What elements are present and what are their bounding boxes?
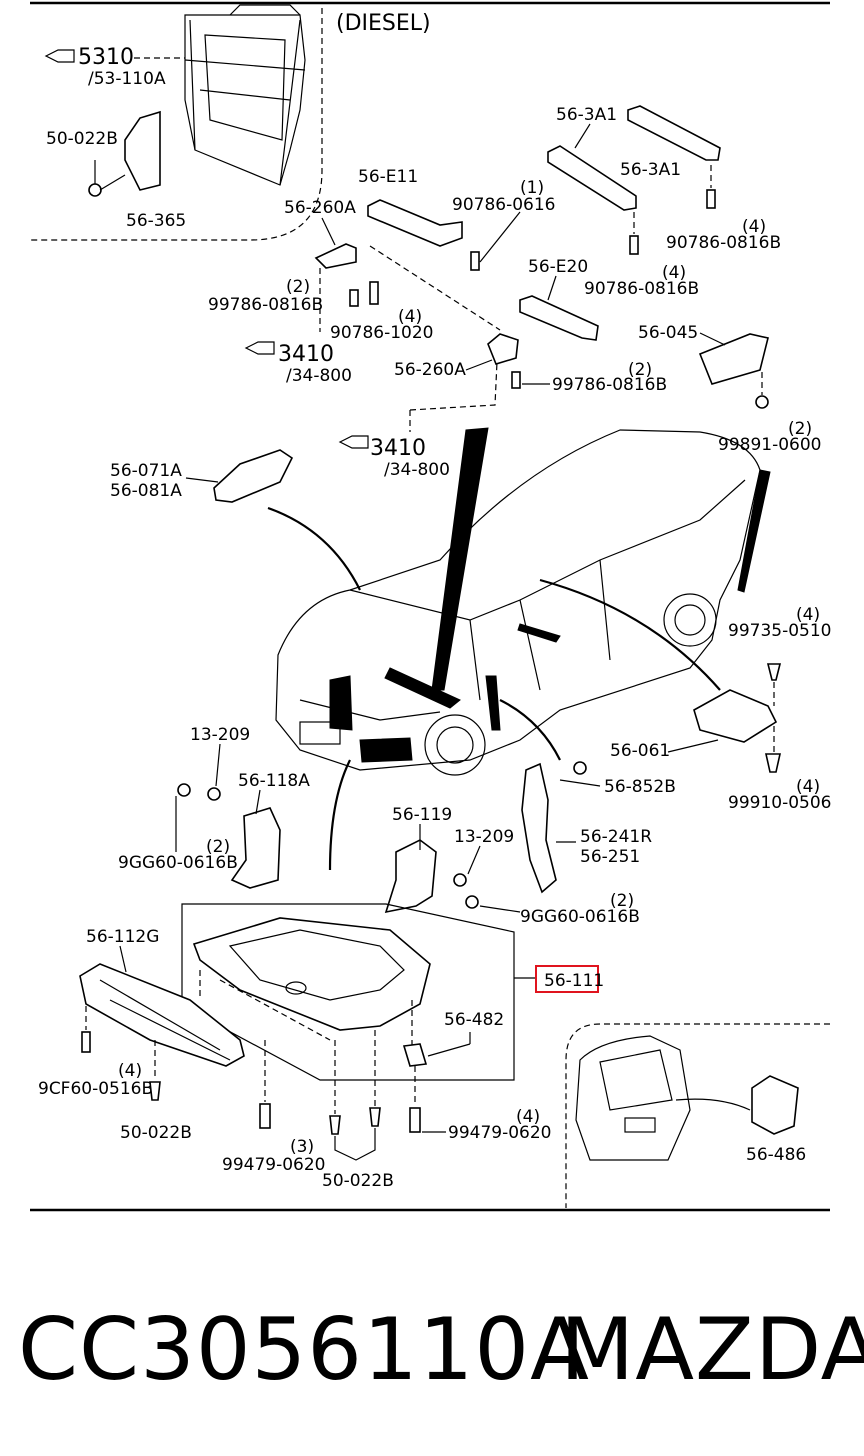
label-9cf60: 9CF60-0516B xyxy=(38,1079,153,1099)
ref-5310: 5310 /53-110A xyxy=(44,45,185,89)
label-99891-0600: 99891-0600 xyxy=(718,435,821,455)
part-number-footer: CC3056110A MAZDA xyxy=(0,1290,864,1410)
label-99786-0816b-mid: 99786-0816B xyxy=(552,375,667,395)
label-99735-0510: 99735-0510 xyxy=(728,621,831,641)
bracket-56-482 xyxy=(402,1043,428,1067)
label-90786-0816b-mid: 90786-0816B xyxy=(584,279,699,299)
brand-name: MAZDA xyxy=(560,1300,864,1400)
label-9cf60-qty: (4) xyxy=(118,1061,142,1081)
highlight-56-111 xyxy=(535,965,599,993)
label-50-022b-bottom: 50-022B xyxy=(322,1171,394,1191)
label-56-3a1-b: 56-3A1 xyxy=(620,160,681,180)
member-56-e20 xyxy=(519,295,599,341)
ref-5310-sub: /53-110A xyxy=(88,69,166,89)
label-90786-0816b-right-qty: (4) xyxy=(742,217,766,237)
bracket-56-118a xyxy=(230,807,281,889)
ref-3410-a-number: 3410 xyxy=(278,342,334,367)
parts-diagram: (DIESEL) 5310 /53-110A 50-022B 56-365 56… xyxy=(30,1,831,1212)
label-56-251: 56-251 xyxy=(580,847,640,867)
part-number: CC3056110A xyxy=(18,1300,590,1400)
under-cover-56-111 xyxy=(192,917,431,1031)
label-99479-0620-left-qty: (3) xyxy=(290,1137,314,1157)
rear-vehicle-illustration xyxy=(575,1035,751,1161)
diesel-inset-frame xyxy=(30,8,323,241)
ref-3410-a-sub: /34-800 xyxy=(286,366,352,386)
ref-5310-number: 5310 xyxy=(78,45,134,70)
label-9gg60-mid-qty: (2) xyxy=(610,891,634,911)
label-99786-0816b-mid-qty: (2) xyxy=(628,360,652,380)
label-13-209-mid: 13-209 xyxy=(454,827,514,847)
ref-3410-b: 3410 /34-800 xyxy=(338,435,450,480)
diesel-label: (DIESEL) xyxy=(336,11,431,36)
label-56-071a: 56-071A xyxy=(110,461,182,481)
label-56-045: 56-045 xyxy=(638,323,698,343)
ref-3410-a: 3410 /34-800 xyxy=(244,341,352,386)
clip-50-022b-top xyxy=(88,183,102,197)
label-56-e20: 56-E20 xyxy=(528,257,588,277)
radiator-support xyxy=(184,4,306,186)
label-99910-0506-qty: (4) xyxy=(796,777,820,797)
member-56-3a1-b xyxy=(627,105,721,161)
shield-56-241r xyxy=(521,762,557,894)
label-90786-1020: 90786-1020 xyxy=(330,323,433,343)
label-99479-0620-left: 99479-0620 xyxy=(222,1155,325,1175)
label-56-241r: 56-241R xyxy=(580,827,652,847)
label-56-260a-top: 56-260A xyxy=(284,198,356,218)
bracket-56-119 xyxy=(384,839,437,914)
label-9gg60-mid: 9GG60-0616B xyxy=(520,907,640,927)
label-56-118a: 56-118A xyxy=(238,771,310,791)
bracket-56-260a-mid xyxy=(487,333,519,365)
label-50-022b-left: 50-022B xyxy=(120,1123,192,1143)
label-99479-0620-right: 99479-0620 xyxy=(448,1123,551,1143)
ref-3410-b-sub: /34-800 xyxy=(384,460,450,480)
label-13-209-left: 13-209 xyxy=(190,725,250,745)
vehicle-illustration xyxy=(275,429,761,776)
label-56-111: 56-111 xyxy=(544,971,604,991)
bracket-56-045 xyxy=(698,333,769,385)
label-90786-0616-qty: (1) xyxy=(520,178,544,198)
label-56-119: 56-119 xyxy=(392,805,452,825)
label-9gg60-left: 9GG60-0616B xyxy=(118,853,238,873)
cover-56-061 xyxy=(693,689,778,743)
ref-3410-b-number: 3410 xyxy=(370,436,426,461)
bracket-56-486 xyxy=(751,1075,799,1135)
bracket-56-365 xyxy=(124,110,161,191)
label-90786-1020-qty: (4) xyxy=(398,307,422,327)
member-56-3a1-a xyxy=(547,145,637,211)
member-56-e11 xyxy=(367,199,463,247)
label-56-486: 56-486 xyxy=(746,1145,806,1165)
label-90786-0616: 90786-0616 xyxy=(452,195,555,215)
label-56-112g: 56-112G xyxy=(86,927,159,947)
label-50-022b-top: 50-022B xyxy=(46,129,118,149)
bracket-56-260a-top xyxy=(314,243,357,269)
label-99735-0510-qty: (4) xyxy=(796,605,820,625)
label-99479-0620-right-qty: (4) xyxy=(516,1107,540,1127)
label-99786-0816b-left: 99786-0816B xyxy=(208,295,323,315)
label-99891-0600-qty: (2) xyxy=(788,419,812,439)
label-56-365: 56-365 xyxy=(126,211,186,231)
label-56-061: 56-061 xyxy=(610,741,670,761)
label-99910-0506: 99910-0506 xyxy=(728,793,831,813)
label-56-482: 56-482 xyxy=(444,1010,504,1030)
label-56-081a: 56-081A xyxy=(110,481,182,501)
cover-56-112g xyxy=(79,963,245,1067)
label-99786-0816b-left-qty: (2) xyxy=(286,277,310,297)
label-90786-0816b-right: 90786-0816B xyxy=(666,233,781,253)
label-9gg60-left-qty: (2) xyxy=(206,837,230,857)
label-56-3a1-a: 56-3A1 xyxy=(556,105,617,125)
rear-inset-frame xyxy=(565,1023,830,1208)
label-56-e11: 56-E11 xyxy=(358,167,418,187)
cover-56-071a xyxy=(213,449,294,503)
label-56-852b: 56-852B xyxy=(604,777,676,797)
label-90786-0816b-mid-qty: (4) xyxy=(662,263,686,283)
label-56-260a-mid: 56-260A xyxy=(394,360,466,380)
